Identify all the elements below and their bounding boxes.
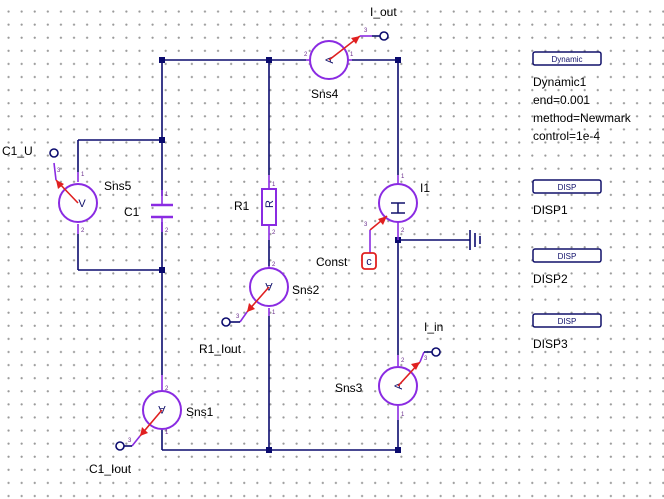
resistor-icon bbox=[261, 188, 277, 226]
pin-label: 3 bbox=[364, 28, 368, 34]
sns4-sensor[interactable]: A 2 1 3 bbox=[304, 28, 389, 80]
disp-badge[interactable] bbox=[532, 248, 602, 263]
constant-icon bbox=[361, 252, 377, 270]
sns3-sensor[interactable]: A 2 1 3 bbox=[378, 347, 441, 420]
pin-label: 2 bbox=[165, 386, 169, 392]
disp-badge[interactable] bbox=[532, 313, 602, 328]
sns2-symbol: A bbox=[265, 280, 273, 292]
junction bbox=[266, 447, 272, 453]
sns3-label: Sns3 bbox=[335, 381, 363, 395]
i-out-label: I_out bbox=[370, 5, 397, 19]
analysis-name: Dynamic1 bbox=[533, 75, 587, 89]
r1-iout-label: R1_Iout bbox=[199, 342, 242, 356]
pin-label: 2 bbox=[401, 358, 405, 364]
sns4-label: Sns4 bbox=[311, 87, 339, 101]
disp-badge[interactable] bbox=[532, 179, 602, 194]
r1-symbol: R bbox=[264, 200, 276, 208]
r1-resistor[interactable]: R 1 2 bbox=[261, 175, 277, 240]
junction bbox=[159, 137, 165, 143]
pin-label: 1 bbox=[165, 430, 169, 436]
pin-label: 2 bbox=[165, 228, 169, 234]
pin-label: 3 bbox=[364, 222, 368, 228]
junction bbox=[159, 267, 165, 273]
const-source[interactable]: c bbox=[361, 252, 377, 270]
output-port-icon[interactable] bbox=[379, 31, 389, 41]
pin-label: 1 bbox=[401, 412, 405, 418]
junction bbox=[395, 57, 401, 63]
c1-u-label: C1_U bbox=[2, 144, 33, 158]
pin-label: 1 bbox=[81, 172, 85, 178]
c1-capacitor[interactable]: 1 2 bbox=[151, 190, 173, 234]
disp-badge-text: DISP bbox=[558, 252, 577, 261]
pin-label: 3 bbox=[424, 356, 428, 362]
junction bbox=[395, 447, 401, 453]
disp3-block[interactable]: DISP DISP3 bbox=[532, 313, 602, 351]
sns2-sensor[interactable]: A 2 1 3 bbox=[221, 262, 289, 327]
disp2-block[interactable]: DISP DISP2 bbox=[532, 248, 602, 286]
dynamic-analysis[interactable]: Dynamic Dynamic1 end=0.001 method=Newmar… bbox=[532, 51, 632, 143]
analysis-control: control=1e-4 bbox=[533, 129, 600, 143]
pin-label: 1 bbox=[401, 174, 405, 180]
pin-label: 1 bbox=[165, 192, 169, 198]
analysis-method: method=Newmark bbox=[533, 111, 632, 125]
pin-label: 2 bbox=[304, 52, 308, 58]
c1-label: C1 bbox=[124, 205, 140, 219]
pin-label: 1 bbox=[272, 182, 276, 188]
sns1-sensor[interactable]: A 2 1 3 bbox=[115, 375, 182, 451]
c1-iout-label: C1_Iout bbox=[89, 462, 132, 476]
sns1-label: Sns1 bbox=[186, 405, 214, 419]
pin-label: 2 bbox=[81, 228, 85, 234]
i1-label: I1 bbox=[420, 181, 430, 195]
disp1-block[interactable]: DISP DISP1 bbox=[532, 179, 602, 217]
disp-badge-text: DISP bbox=[558, 183, 577, 192]
sns5-sensor[interactable]: V 1 2 3 bbox=[49, 148, 98, 234]
output-port-icon[interactable] bbox=[431, 347, 441, 357]
disp-name: DISP3 bbox=[533, 337, 568, 351]
pin-label: 2 bbox=[272, 230, 276, 236]
pin-label: 1 bbox=[350, 52, 354, 58]
i1-current-source[interactable]: 1 2 3 bbox=[364, 174, 418, 253]
i-in-label: I_in bbox=[424, 320, 443, 334]
dynamic-badge-text: Dynamic bbox=[551, 55, 582, 64]
pin-label: 3 bbox=[236, 314, 240, 320]
output-port-icon[interactable] bbox=[115, 441, 125, 451]
output-port-icon[interactable] bbox=[49, 148, 59, 158]
disp-badge-text: DISP bbox=[558, 317, 577, 326]
r1-label: R1 bbox=[234, 199, 250, 213]
output-port-icon[interactable] bbox=[221, 317, 231, 327]
junction bbox=[266, 57, 272, 63]
pin-label: 2 bbox=[401, 228, 405, 234]
disp-name: DISP1 bbox=[533, 203, 568, 217]
junction bbox=[159, 57, 165, 63]
const-label: Const bbox=[316, 255, 348, 269]
sns5-label: Sns5 bbox=[104, 179, 132, 193]
wires bbox=[77, 59, 470, 451]
pin-label: 1 bbox=[272, 310, 276, 316]
pin-label: 3 bbox=[57, 168, 61, 174]
ground-icon[interactable] bbox=[469, 230, 481, 250]
sns2-label: Sns2 bbox=[292, 283, 320, 297]
dynamic-badge[interactable] bbox=[532, 51, 602, 66]
sns1-symbol: A bbox=[158, 403, 166, 415]
const-symbol: c bbox=[366, 256, 372, 268]
disp-name: DISP2 bbox=[533, 272, 568, 286]
sns5-symbol: V bbox=[78, 198, 86, 210]
pin-label: 3 bbox=[128, 438, 132, 444]
analysis-end: end=0.001 bbox=[533, 93, 590, 107]
pin-label: 2 bbox=[272, 262, 276, 268]
